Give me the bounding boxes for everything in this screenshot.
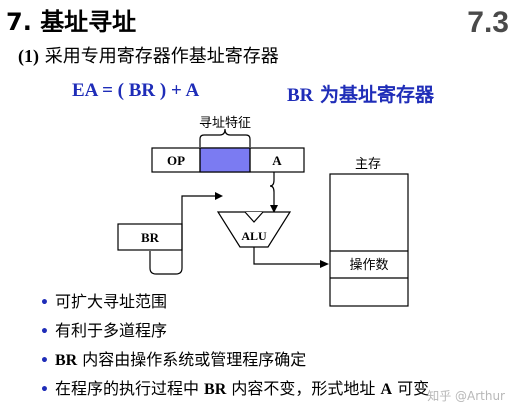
- subtitle-text: 采用专用寄存器作基址寄存器: [44, 46, 279, 67]
- bullet-text: 可变: [392, 379, 430, 398]
- operand-label: 操作数: [349, 257, 388, 273]
- bullet-item: • 可扩大寻址范围: [40, 287, 429, 316]
- a-field-label: A: [272, 153, 282, 168]
- main-memory: [329, 173, 409, 307]
- subtitle: (1) 采用专用寄存器作基址寄存器: [18, 42, 279, 68]
- alu-label: ALU: [241, 229, 267, 243]
- ea-formula: EA = ( BR ) + A: [72, 80, 200, 101]
- bullet-text: 有利于多道程序: [54, 321, 167, 340]
- instruction-label: 寻址特征: [199, 116, 251, 131]
- memory-title: 主存: [355, 157, 381, 172]
- formula-note-text: 为基址寄存器: [320, 84, 435, 106]
- bullet-text: 内容由操作系统或管理程序确定: [77, 350, 307, 369]
- bullet-item: • 有利于多道程序: [40, 316, 429, 345]
- alu: [216, 211, 292, 248]
- watermark: 知乎 @Arthur: [427, 389, 505, 403]
- section-title: 7. 基址寻址: [6, 2, 136, 37]
- bullet-text: BR: [204, 381, 227, 398]
- bullet-text: A: [380, 381, 393, 398]
- bullet-dot: •: [40, 324, 49, 340]
- br-to-alu-line: [149, 195, 215, 275]
- bullet-text: 内容不变，形式地址: [226, 379, 381, 398]
- op-field-label: OP: [167, 153, 185, 168]
- section-title-text: 基址寻址: [40, 8, 137, 36]
- section-number: 7.3: [467, 6, 509, 39]
- addressing-field: [199, 147, 251, 173]
- bullet-text: BR: [54, 352, 78, 369]
- addressing-field-brace: [199, 128, 251, 147]
- bullet-text: 可扩大寻址范围: [54, 292, 167, 311]
- bullet-text: 在程序的执行过程中: [54, 379, 205, 398]
- br-register-label: BR: [141, 230, 160, 245]
- section-title-number: 7.: [6, 8, 32, 36]
- formula-note-br: BR: [287, 85, 314, 106]
- bullet-list: • 可扩大寻址范围 • 有利于多道程序 • BR 内容由操作系统或管理程序确定 • 在程序的执…: [40, 287, 429, 403]
- bullet-dot: •: [40, 353, 49, 369]
- a-to-alu-line: [269, 172, 275, 212]
- bullet-item: • BR 内容由操作系统或管理程序确定: [40, 345, 429, 374]
- alu-output-line: [253, 247, 320, 265]
- bullet-item: • 在程序的执行过程中 BR 内容不变，形式地址 A 可变: [40, 374, 429, 403]
- bullet-dot: •: [40, 382, 49, 398]
- subtitle-number: (1): [18, 46, 39, 66]
- formula-note: BR 为基址寄存器: [287, 80, 434, 107]
- bullet-dot: •: [40, 295, 49, 311]
